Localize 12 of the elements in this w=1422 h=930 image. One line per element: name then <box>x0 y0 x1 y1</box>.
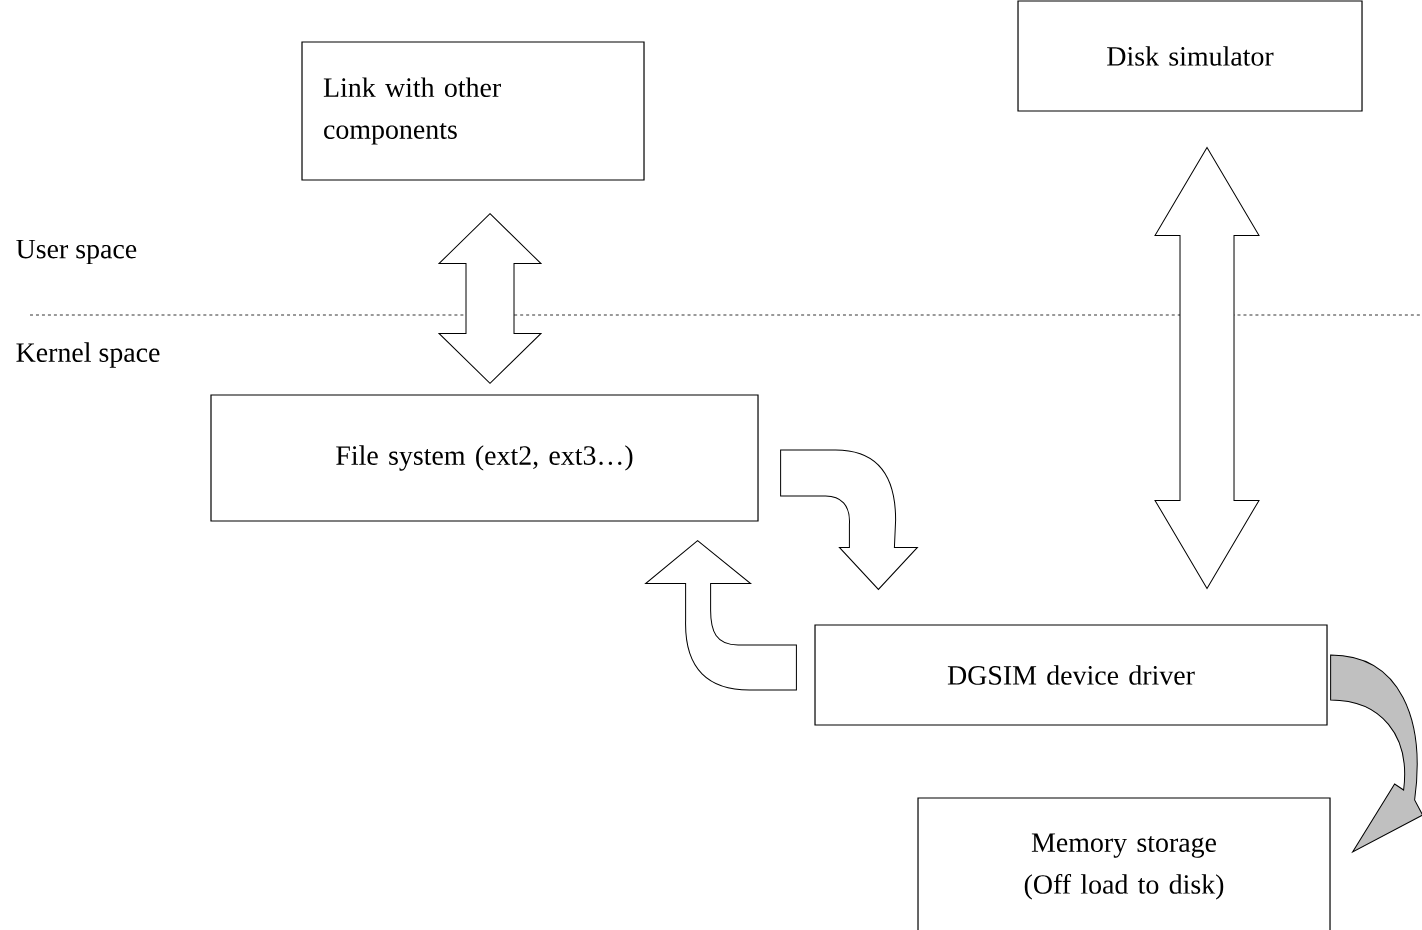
process-box: DGSIM device driver <box>814 624 1328 726</box>
block-arrow <box>1330 654 1422 853</box>
process-box: Memory storage (Off load to disk) <box>917 797 1331 930</box>
process-box: Link with other components <box>301 41 645 181</box>
block-arrow <box>1154 147 1260 589</box>
space-label: User space <box>16 239 137 265</box>
block-arrow <box>645 540 797 691</box>
process-box: Disk simulator <box>1017 0 1363 112</box>
process-box: File system (ext2, ext3…) <box>210 394 759 522</box>
block-arrow <box>780 449 918 590</box>
block-arrow <box>438 213 542 384</box>
space-label: Kernel space <box>16 342 160 368</box>
